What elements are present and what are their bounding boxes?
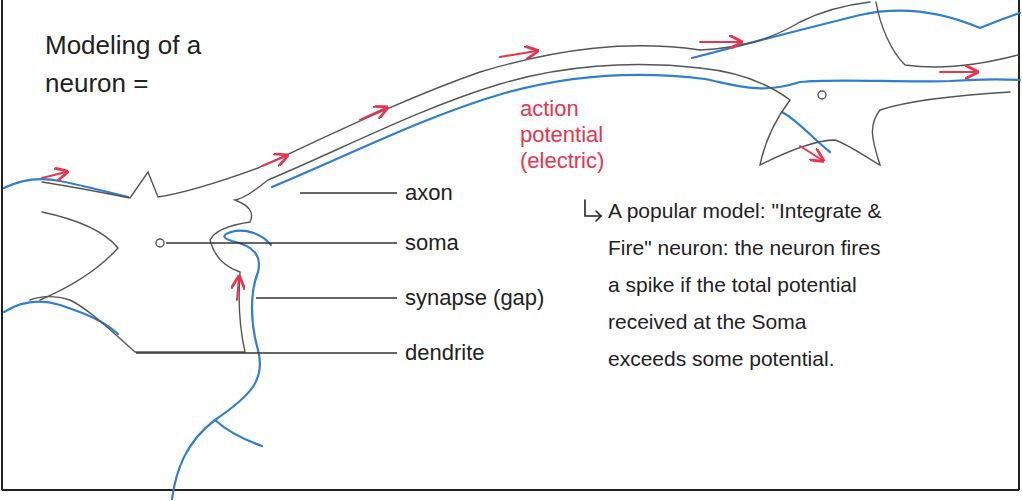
part-name: dendrite [405,339,525,367]
neuron-outline [30,2,1018,352]
part-name: axon [405,179,525,207]
signal-label: action potential (electric) [520,96,640,174]
part-name: soma [405,229,525,257]
signal-arrow [42,42,976,300]
frame [2,0,1019,490]
neighbour-fibres [4,11,1020,499]
model-note: A popular model: "Integrate & Fire" neur… [608,192,883,377]
diagram-title: Modeling of a neuron = [45,26,245,102]
part-name: synapse (gap) [405,284,575,312]
note-arrow [585,200,601,221]
leader-line [136,193,397,353]
